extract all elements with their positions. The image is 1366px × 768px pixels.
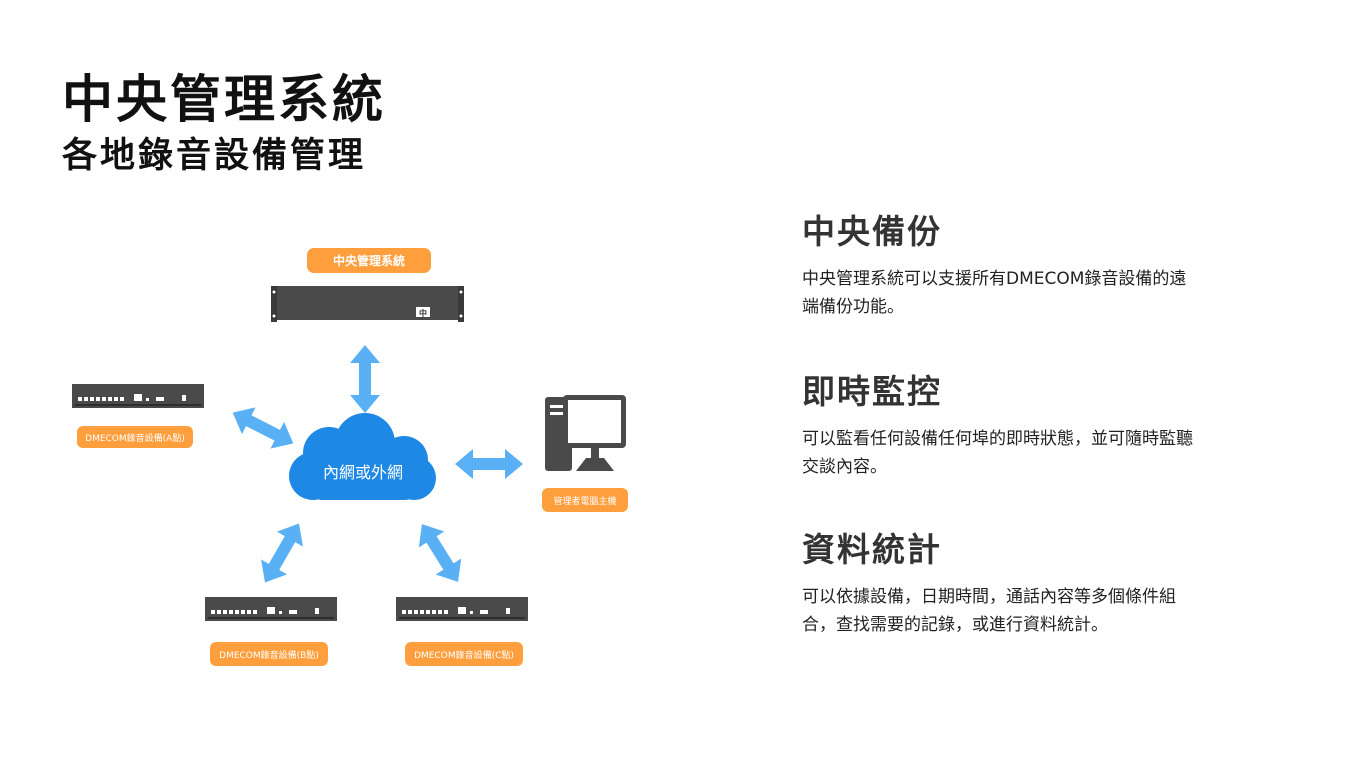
device-a-label: DMECOM錄音設備(A點) (85, 432, 185, 444)
server-badge: 中 (419, 308, 427, 318)
network-diagram: 中央管理系統 中 內網或外網 DMECOM錄音設備(A點) DME (72, 248, 628, 666)
arrow-device-c-cloud (409, 516, 471, 590)
feature-realtime-monitoring: 即時監控 可以監看任何設備任何埠的即時狀態，並可隨時監聽交談內容。 (802, 365, 1222, 481)
server-label-bg (307, 248, 431, 273)
central-server: 中央管理系統 中 (271, 248, 464, 322)
device-c-label-bg (405, 642, 523, 666)
pc-monitor-icon (563, 395, 626, 471)
arrow-server-cloud (350, 345, 380, 413)
admin-pc: 管理者電腦主機 (542, 395, 628, 512)
feature-title: 即時監控 (802, 372, 942, 411)
page-subtitle: 各地錄音設備管理 (62, 136, 367, 176)
pc-label: 管理者電腦主機 (553, 495, 616, 507)
device-b-label-bg (210, 642, 328, 666)
device-c-label: DMECOM錄音設備(C點) (414, 649, 514, 661)
arrow-device-b-cloud (252, 516, 312, 590)
feature-text: 中央管理系統可以支援所有DMECOM錄音設備的遠端備份功能。 (802, 269, 1187, 317)
server-label: 中央管理系統 (333, 253, 405, 268)
arrow-pc-cloud (455, 449, 523, 479)
page-title: 中央管理系統 (62, 71, 387, 130)
device-c: DMECOM錄音設備(C點) (396, 597, 528, 666)
server-badge-bg (416, 307, 430, 317)
feature-title: 中央備份 (802, 212, 942, 251)
network-cloud: 內網或外網 (289, 413, 436, 500)
feature-text: 可以監看任何設備任何埠的即時狀態，並可隨時監聽交談內容。 (802, 429, 1193, 477)
feature-title: 資料統計 (802, 530, 942, 569)
device-b-label: DMECOM錄音設備(B點) (219, 649, 319, 661)
device-a: DMECOM錄音設備(A點) (72, 384, 204, 448)
server-chassis (275, 286, 460, 320)
feature-central-backup: 中央備份 中央管理系統可以支援所有DMECOM錄音設備的遠端備份功能。 (802, 205, 1222, 321)
feature-text: 可以依據設備，日期時間，通話內容等多個條件組合，查找需要的記錄，或進行資料統計。 (802, 587, 1176, 635)
cloud-label: 內網或外網 (323, 463, 403, 482)
device-b: DMECOM錄音設備(B點) (205, 597, 337, 666)
feature-statistics: 資料統計 可以依據設備，日期時間，通話內容等多個條件組合，查找需要的記錄，或進行… (802, 523, 1222, 639)
device-a-label-bg (77, 426, 193, 448)
arrow-device-a-cloud (225, 399, 301, 457)
pc-label-bg (542, 488, 628, 512)
